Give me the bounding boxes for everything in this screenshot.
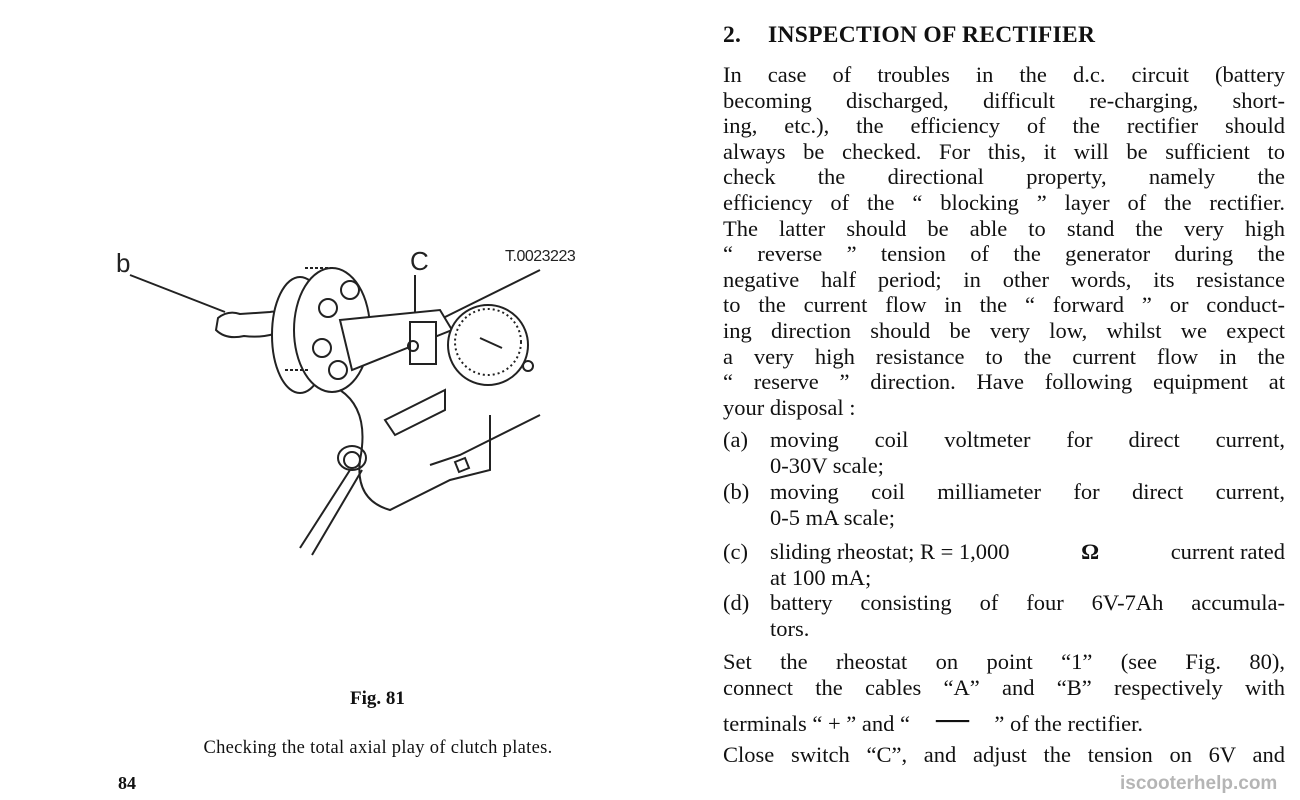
text-line: to the current flow in the “ forward ” o… bbox=[723, 292, 1285, 318]
text-line: becoming discharged, difficult re-chargi… bbox=[723, 87, 1285, 113]
text-line: at 100 mA; bbox=[770, 564, 872, 590]
text-line: your disposal : bbox=[723, 394, 856, 420]
instructions-terminals-line: terminals “ + ” and “ − ” of the rectifi… bbox=[723, 705, 1285, 738]
text-line: Set the rheostat on point “1” (see Fig. … bbox=[723, 649, 1285, 674]
text-line: moving coil milliameter for direct curre… bbox=[770, 479, 1285, 504]
text-segment: ” of the rectifier. bbox=[994, 711, 1144, 736]
item-label: (a) bbox=[723, 427, 748, 452]
text-line: ing direction should be very low, whilst… bbox=[723, 317, 1285, 343]
figure-label-c: C bbox=[410, 246, 429, 276]
ohm-symbol: Ω bbox=[1081, 539, 1100, 564]
section-title: INSPECTION OF RECTIFIER bbox=[768, 22, 1096, 48]
text-line: sliding rheostat; R = 1,000 Ω current ra… bbox=[770, 539, 1285, 565]
text-segment: terminals “ + ” and “ bbox=[723, 711, 910, 736]
figure-code: T.0023223 bbox=[505, 248, 576, 265]
text-line: In case of troubles in the d.c. circuit … bbox=[723, 62, 1285, 87]
text-segment: sliding rheostat; R = 1,000 bbox=[770, 539, 1010, 564]
clutch-play-illustration bbox=[129, 267, 541, 556]
page-number: 84 bbox=[118, 773, 136, 793]
text-line: 0-30V scale; bbox=[770, 452, 884, 478]
text-line: a very high resistance to the current fl… bbox=[723, 343, 1285, 369]
item-label: (d) bbox=[723, 590, 750, 615]
item-label: (c) bbox=[723, 539, 748, 564]
text-line: connect the cables “A” and “B” respectiv… bbox=[723, 674, 1285, 700]
text-line: “ reserve ” direction. Have following eq… bbox=[723, 369, 1285, 395]
figure-number: Fig. 81 bbox=[350, 688, 405, 709]
minus-symbol: − bbox=[931, 705, 973, 738]
intro-paragraph: In case of troubles in the d.c. circuit … bbox=[723, 62, 1285, 420]
text-line: “ reverse ” tension of the generator dur… bbox=[723, 241, 1285, 267]
text-segment: current rated bbox=[1170, 539, 1285, 564]
text-line: check the directional property, namely t… bbox=[723, 164, 1285, 190]
text-line: ing, etc.), the efficiency of the rectif… bbox=[723, 113, 1285, 139]
instructions-close-switch: Close switch “C”, and adjust the tension… bbox=[723, 742, 1285, 768]
text-line: moving coil voltmeter for direct current… bbox=[770, 427, 1285, 452]
figure-caption: Checking the total axial play of clutch … bbox=[203, 738, 553, 758]
text-line: tors. bbox=[770, 615, 810, 641]
section-heading: 2. INSPECTION OF RECTIFIER bbox=[723, 22, 1095, 49]
instructions-paragraph: Set the rheostat on point “1” (see Fig. … bbox=[723, 649, 1285, 700]
text-line: efficiency of the “ blocking ” layer of … bbox=[723, 189, 1285, 215]
text-line: Close switch “C”, and adjust the tension… bbox=[723, 742, 1285, 767]
text-line: negative half period; in other words, it… bbox=[723, 266, 1285, 292]
section-number: 2. bbox=[723, 22, 742, 48]
text-line: battery consisting of four 6V-7Ah accumu… bbox=[770, 590, 1285, 615]
text-line: The latter should be able to stand the v… bbox=[723, 215, 1285, 241]
text-line: terminals “ + ” and “ − ” of the rectifi… bbox=[723, 705, 1285, 738]
item-label: (b) bbox=[723, 479, 750, 504]
watermark: iscooterhelp.com bbox=[1120, 773, 1278, 794]
figure-label-b: b bbox=[116, 248, 131, 278]
text-line: 0-5 mA scale; bbox=[770, 504, 895, 530]
text-line: always be checked. For this, it will be … bbox=[723, 138, 1285, 164]
